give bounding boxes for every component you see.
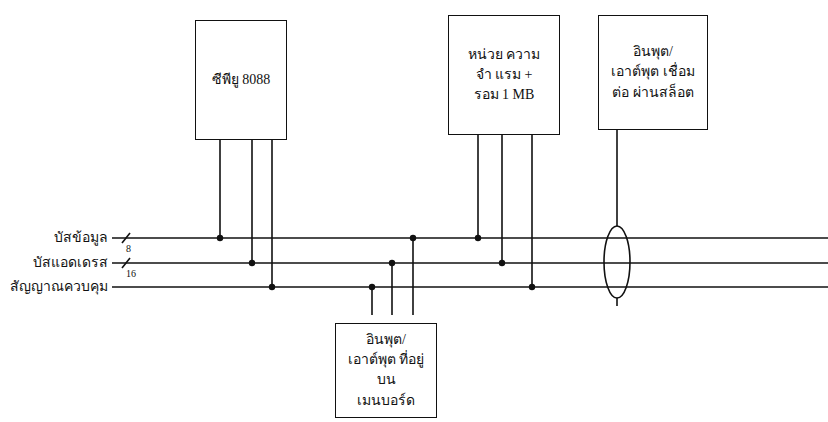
component-box: ซีพียู 8088: [195, 20, 287, 140]
address-bus: [112, 262, 828, 264]
bus-width: 16: [126, 269, 136, 279]
junction-dot: [475, 235, 481, 241]
box-label: ซีพียู 8088: [212, 70, 271, 90]
bus-name: บัสแอดเดรส: [33, 256, 108, 270]
junction-dot: [499, 260, 505, 266]
bus-width-slash: [122, 233, 130, 243]
junction-dot: [410, 235, 416, 241]
bus-name: สัญญาณควบคุม: [10, 280, 108, 294]
junction-dot: [269, 284, 275, 290]
tap-line: [531, 135, 533, 287]
box-label: อินพุต/ เอาต์พุต ที่อยู่บน เมนบอร์ด: [346, 330, 426, 411]
tap-line: [271, 140, 273, 287]
bus-name: บัสข้อมูล: [54, 231, 108, 245]
tap-line: [477, 135, 479, 238]
slot-line: [616, 298, 618, 306]
tap-line: [371, 287, 373, 315]
bus-width-slash: [122, 258, 130, 268]
component-box: อินพุต/ เอาต์พุต เชื่อมต่อ ผ่านสล็อต: [598, 15, 708, 130]
component-box: อินพุต/ เอาต์พุต ที่อยู่บน เมนบอร์ด: [335, 323, 437, 418]
junction-dot: [217, 235, 223, 241]
control-bus: [112, 286, 828, 288]
junction-dot: [369, 284, 375, 290]
slot-connector: [604, 226, 630, 298]
tap-line: [412, 238, 414, 315]
junction-dot: [249, 260, 255, 266]
junction-dot: [389, 260, 395, 266]
box-label: หน่วย ความจำ แรม + รอม 1 MB: [464, 45, 544, 106]
tap-line: [391, 263, 393, 315]
junction-dot: [529, 284, 535, 290]
component-box: หน่วย ความจำ แรม + รอม 1 MB: [448, 15, 560, 135]
box-label: อินพุต/ เอาต์พุต เชื่อมต่อ ผ่านสล็อต: [611, 42, 695, 103]
tap-line: [501, 135, 503, 263]
tap-line: [219, 140, 221, 238]
bus-width: 8: [126, 244, 131, 254]
slot-line: [616, 130, 618, 226]
tap-line: [251, 140, 253, 263]
